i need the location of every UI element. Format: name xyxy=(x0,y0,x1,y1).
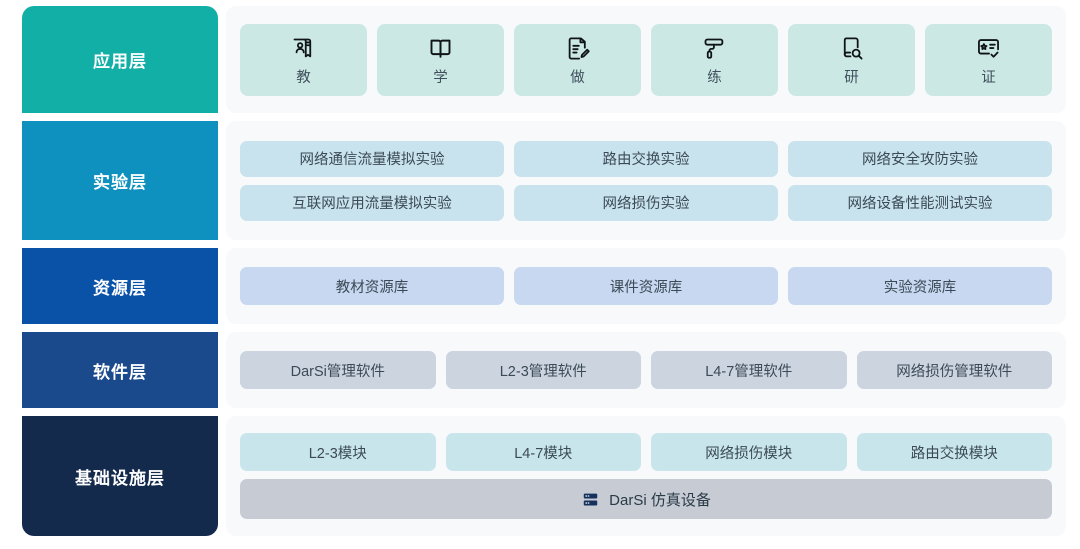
app-tile-label: 研 xyxy=(844,69,859,86)
open-book-icon xyxy=(427,35,454,62)
darsi-device-bar[interactable]: DarSi 仿真设备 xyxy=(240,479,1052,519)
software-chip[interactable]: L4-7管理软件 xyxy=(651,351,847,389)
layer-label-text: 实验层 xyxy=(93,173,147,192)
layer-label-resource: 资源层 xyxy=(22,248,218,324)
infrastructure-chip[interactable]: 路由交换模块 xyxy=(856,433,1052,471)
device-bar-row: DarSi 仿真设备 xyxy=(240,479,1052,519)
layer-row-software: 软件层 DarSi管理软件 L2-3管理软件 L4-7管理软件 网络损伤管理软件 xyxy=(22,332,1066,408)
app-tile-label: 教 xyxy=(296,69,311,86)
experiment-chip-row-2: 互联网应用流量模拟实验 网络损伤实验 网络设备性能测试实验 xyxy=(240,184,1052,221)
layer-row-infrastructure: 基础设施层 L2-3模块 L4-7模块 网络损伤模块 路由交换模块 xyxy=(22,416,1066,536)
layer-label-text: 应用层 xyxy=(93,52,147,71)
resource-chip[interactable]: 教材资源库 xyxy=(240,267,504,305)
layer-label-software: 软件层 xyxy=(22,332,218,408)
resource-chip-row: 教材资源库 课件资源库 实验资源库 xyxy=(240,267,1052,305)
software-chip[interactable]: 网络损伤管理软件 xyxy=(856,351,1052,389)
experiment-chip[interactable]: 网络损伤实验 xyxy=(514,184,778,221)
app-tile-certify[interactable]: 证 xyxy=(925,23,1052,96)
certificate-check-icon xyxy=(975,35,1002,62)
experiment-chip[interactable]: 网络通信流量模拟实验 xyxy=(240,140,504,177)
software-chip[interactable]: L2-3管理软件 xyxy=(445,351,641,389)
layer-label-text: 资源层 xyxy=(93,278,147,298)
server-rack-icon xyxy=(581,490,600,509)
layer-content-experiment: 网络通信流量模拟实验 路由交换实验 网络安全攻防实验 互联网应用流量模拟实验 网… xyxy=(226,121,1066,240)
layer-row-experiment: 实验层 网络通信流量模拟实验 路由交换实验 网络安全攻防实验 互联网应用流量模拟… xyxy=(22,121,1066,240)
layer-label-application: 应用层 xyxy=(22,6,218,113)
experiment-chip[interactable]: 互联网应用流量模拟实验 xyxy=(240,184,504,221)
app-tile-label: 学 xyxy=(433,69,448,86)
teaching-board-icon xyxy=(290,35,317,62)
infrastructure-chip[interactable]: 网络损伤模块 xyxy=(651,433,847,471)
layer-label-text: 基础设施层 xyxy=(75,468,165,488)
infrastructure-chip[interactable]: L2-3模块 xyxy=(240,433,436,471)
app-tile-label: 证 xyxy=(981,69,996,86)
device-bar-label: DarSi 仿真设备 xyxy=(609,491,711,509)
paint-roller-icon xyxy=(701,35,728,62)
app-tile-practice[interactable]: 练 xyxy=(651,23,778,96)
app-tile-do[interactable]: 做 xyxy=(514,23,641,96)
app-tile-research[interactable]: 研 xyxy=(788,23,915,96)
layer-label-infrastructure: 基础设施层 xyxy=(22,416,218,536)
layer-label-text: 软件层 xyxy=(93,362,147,382)
infrastructure-chip-row: L2-3模块 L4-7模块 网络损伤模块 路由交换模块 xyxy=(240,433,1052,471)
experiment-chip[interactable]: 网络安全攻防实验 xyxy=(788,140,1052,177)
experiment-chip[interactable]: 网络设备性能测试实验 xyxy=(788,184,1052,221)
app-tile-label: 练 xyxy=(707,69,722,86)
layer-row-application: 应用层 教 xyxy=(22,6,1066,113)
experiment-chip-row-1: 网络通信流量模拟实验 路由交换实验 网络安全攻防实验 xyxy=(240,140,1052,177)
app-tile-row: 教 学 xyxy=(240,23,1052,96)
app-tile-learn[interactable]: 学 xyxy=(377,23,504,96)
book-search-icon xyxy=(838,35,865,62)
software-chip[interactable]: DarSi管理软件 xyxy=(240,351,436,389)
layer-content-resource: 教材资源库 课件资源库 实验资源库 xyxy=(226,248,1066,324)
infrastructure-chip[interactable]: L4-7模块 xyxy=(445,433,641,471)
resource-chip[interactable]: 实验资源库 xyxy=(788,267,1052,305)
layer-label-experiment: 实验层 xyxy=(22,121,218,240)
app-tile-teach[interactable]: 教 xyxy=(240,23,367,96)
layer-content-software: DarSi管理软件 L2-3管理软件 L4-7管理软件 网络损伤管理软件 xyxy=(226,332,1066,408)
layer-content-infrastructure: L2-3模块 L4-7模块 网络损伤模块 路由交换模块 xyxy=(226,416,1066,536)
layer-content-application: 教 学 xyxy=(226,6,1066,113)
layer-row-resource: 资源层 教材资源库 课件资源库 实验资源库 xyxy=(22,248,1066,324)
app-tile-label: 做 xyxy=(570,69,585,86)
experiment-chip[interactable]: 路由交换实验 xyxy=(514,140,778,177)
software-chip-row: DarSi管理软件 L2-3管理软件 L4-7管理软件 网络损伤管理软件 xyxy=(240,351,1052,389)
document-pencil-icon xyxy=(564,35,591,62)
resource-chip[interactable]: 课件资源库 xyxy=(514,267,778,305)
